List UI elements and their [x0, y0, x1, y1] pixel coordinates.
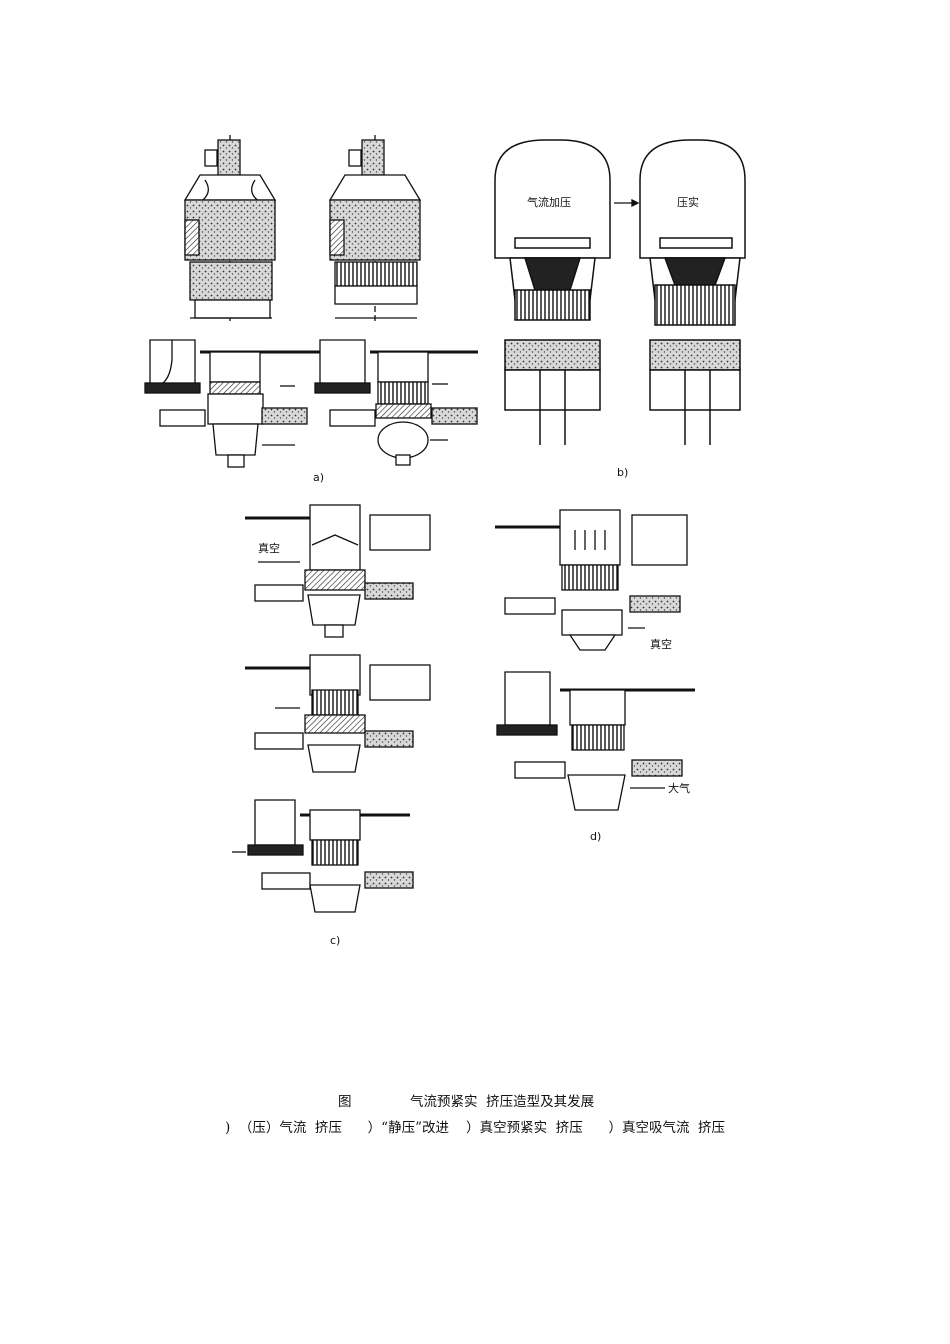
- caption-subtitles: ) （压）气流 挤压 ）“静压”改进 ）真空预紧实 挤压 ）真空吸气流 挤压: [225, 1120, 726, 1136]
- panel-label-a: a): [313, 471, 324, 484]
- panel-a-top-left-machine: [183, 135, 277, 322]
- panel-a-bottom-right-machine: [314, 339, 478, 466]
- panel-label-c: c): [330, 934, 340, 947]
- panel-c-machine-1: [245, 504, 431, 638]
- panel-label-b: b): [617, 466, 628, 479]
- figure-drawings: 气流加压 压实 真空 真空 大气 a) b) c) d): [144, 135, 746, 947]
- panel-label-d: d): [590, 830, 601, 843]
- panel-d-machine-2: [496, 671, 695, 811]
- vacuum-c-text: 真空: [258, 541, 280, 555]
- panel-d-machine-1: [495, 509, 688, 651]
- panel-b-right-machine: [639, 139, 746, 445]
- compacted-text: 压实: [677, 195, 699, 209]
- panel-a-top-right-machine: [328, 135, 422, 322]
- caption-title: 气流预紧实 挤压造型及其发展: [410, 1094, 595, 1110]
- panel-c-machine-2: [245, 654, 431, 773]
- panel-b-arrow: [614, 198, 640, 208]
- panel-a-bottom-left-machine: [144, 339, 330, 468]
- airflow-pressurize-text: 气流加压: [527, 195, 571, 209]
- panel-b-left-machine: [494, 139, 611, 445]
- vacuum-d-text: 真空: [650, 637, 672, 651]
- atmosphere-text: 大气: [668, 781, 690, 795]
- panel-c-machine-3: [232, 799, 414, 913]
- caption-figure-prefix: 图: [338, 1094, 352, 1110]
